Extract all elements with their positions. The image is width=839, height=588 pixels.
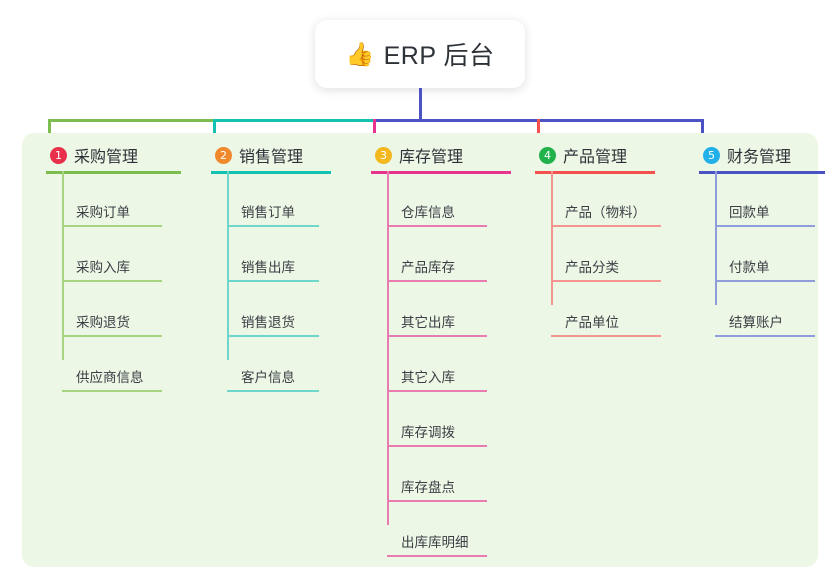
- branch-number-badge: 4: [539, 146, 556, 164]
- branch-item-rule: [227, 335, 319, 337]
- root-title-text: ERP 后台: [383, 42, 495, 70]
- branch-item[interactable]: 采购退货: [62, 305, 162, 337]
- branch-header-rule: [46, 171, 181, 174]
- branch-item[interactable]: 产品分类: [551, 250, 661, 282]
- branch-header-rule: [371, 171, 511, 174]
- branch-header-rule: [211, 171, 331, 174]
- branch-item-label: 其它入库: [401, 370, 455, 385]
- branch-header-rule: [535, 171, 655, 174]
- branch-item-label: 产品（物料）: [565, 205, 646, 220]
- branch-title: 销售管理: [239, 149, 304, 166]
- branch-item[interactable]: 采购订单: [62, 195, 162, 227]
- branch-item-rule: [387, 555, 487, 557]
- branch-number-badge: 2: [215, 146, 232, 164]
- branch-item-rule: [551, 335, 661, 337]
- branch-item[interactable]: 销售出库: [227, 250, 319, 282]
- branch-number-badge: 5: [703, 146, 720, 164]
- branch-item-rule: [62, 335, 162, 337]
- branch-header-1[interactable]: 1 采购管理: [50, 143, 138, 167]
- branch-item[interactable]: 其它出库: [387, 305, 487, 337]
- branch-item-rule: [227, 390, 319, 392]
- branch-header-5[interactable]: 5 财务管理: [703, 143, 791, 167]
- branch-item-rule: [387, 390, 487, 392]
- root-stem: [419, 88, 422, 122]
- branch-item[interactable]: 其它入库: [387, 360, 487, 392]
- branch-header-4[interactable]: 4 产品管理: [539, 143, 627, 167]
- branch-item[interactable]: 回款单: [715, 195, 815, 227]
- branch-number-badge: 3: [375, 146, 392, 164]
- connector-bar-mid: [213, 119, 373, 122]
- branch-item-rule: [62, 225, 162, 227]
- connector-bar-left: [48, 119, 213, 122]
- branch-item-rule: [227, 280, 319, 282]
- branch-item-rule: [387, 335, 487, 337]
- branch-number-badge: 1: [50, 146, 67, 164]
- branch-trunk-line: [387, 171, 389, 525]
- branch-item[interactable]: 产品库存: [387, 250, 487, 282]
- branch-title: 财务管理: [727, 149, 792, 166]
- branch-trunk-line: [227, 171, 229, 360]
- branch-item[interactable]: 客户信息: [227, 360, 319, 392]
- branches-panel: 1 采购管理采购订单采购入库采购退货供应商信息 2 销售管理销售订单销售出库销售退货客…: [22, 133, 825, 567]
- branch-header-3[interactable]: 3 库存管理: [375, 143, 463, 167]
- branch-item[interactable]: 供应商信息: [62, 360, 162, 392]
- branch-trunk-line: [551, 171, 553, 305]
- branch-item-label: 产品单位: [565, 315, 619, 330]
- branch-item-rule: [387, 445, 487, 447]
- branch-title: 库存管理: [399, 149, 464, 166]
- branch-item-label: 其它出库: [401, 315, 455, 330]
- branch-item-label: 客户信息: [241, 370, 295, 385]
- branch-item[interactable]: 销售订单: [227, 195, 319, 227]
- branch-item-label: 销售订单: [241, 205, 295, 220]
- branch-item-rule: [387, 500, 487, 502]
- branch-trunk-line: [715, 171, 717, 305]
- branch-item[interactable]: 结算账户: [715, 305, 815, 337]
- root-node-label: 👍 ERP 后台: [345, 36, 494, 72]
- thumbs-up-icon: 👍: [345, 40, 375, 67]
- branch-item[interactable]: 仓库信息: [387, 195, 487, 227]
- root-node[interactable]: 👍 ERP 后台: [315, 20, 525, 88]
- branch-item-label: 库存盘点: [401, 480, 455, 495]
- branch-item-label: 产品库存: [401, 260, 455, 275]
- branch-item[interactable]: 库存调拨: [387, 415, 487, 447]
- branch-item-rule: [387, 225, 487, 227]
- branch-item[interactable]: 销售退货: [227, 305, 319, 337]
- branch-item-label: 采购入库: [76, 260, 130, 275]
- branch-item-label: 供应商信息: [76, 370, 144, 385]
- branch-title: 产品管理: [563, 149, 628, 166]
- branch-item[interactable]: 付款单: [715, 250, 815, 282]
- branch-item[interactable]: 采购入库: [62, 250, 162, 282]
- branch-item-rule: [715, 335, 815, 337]
- branch-item-label: 库存调拨: [401, 425, 455, 440]
- branch-item-rule: [551, 225, 661, 227]
- branch-item-rule: [551, 280, 661, 282]
- branch-item-label: 仓库信息: [401, 205, 455, 220]
- branch-item[interactable]: 出库库明细: [387, 525, 487, 557]
- branch-item-label: 回款单: [729, 205, 770, 220]
- branch-item-label: 采购订单: [76, 205, 130, 220]
- branch-item-label: 付款单: [729, 260, 770, 275]
- branch-item-label: 产品分类: [565, 260, 619, 275]
- branch-item-label: 采购退货: [76, 315, 130, 330]
- branch-item-label: 销售出库: [241, 260, 295, 275]
- branch-item-label: 销售退货: [241, 315, 295, 330]
- branch-item-rule: [387, 280, 487, 282]
- branch-trunk-line: [62, 171, 64, 360]
- branch-item[interactable]: 产品（物料）: [551, 195, 661, 227]
- branch-item-rule: [227, 225, 319, 227]
- branch-item[interactable]: 产品单位: [551, 305, 661, 337]
- branch-title: 采购管理: [74, 149, 139, 166]
- branch-header-rule: [699, 171, 825, 174]
- branch-item-rule: [62, 390, 162, 392]
- branch-item-rule: [62, 280, 162, 282]
- branch-item-rule: [715, 225, 815, 227]
- branch-item-label: 结算账户: [729, 315, 783, 330]
- branch-header-2[interactable]: 2 销售管理: [215, 143, 303, 167]
- branch-item-label: 出库库明细: [401, 535, 469, 550]
- branch-item-rule: [715, 280, 815, 282]
- branch-item[interactable]: 库存盘点: [387, 470, 487, 502]
